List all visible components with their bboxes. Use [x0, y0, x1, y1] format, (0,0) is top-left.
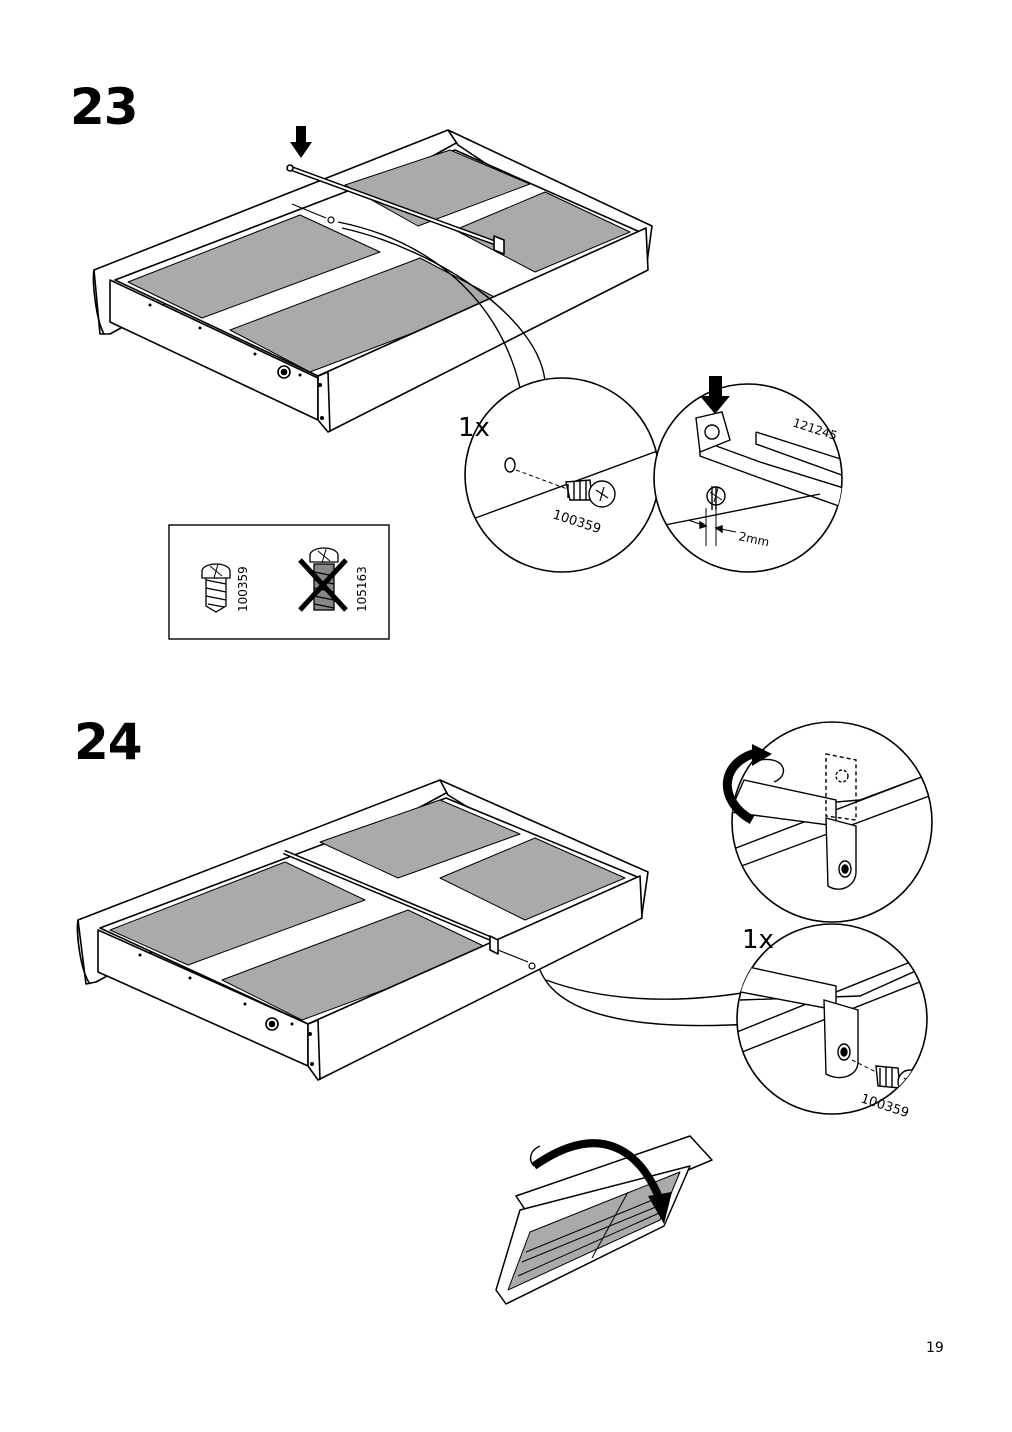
rotate-arrow-icon	[723, 747, 762, 824]
correct-screw-icon	[201, 563, 231, 613]
flip-arrow-icon	[531, 1139, 664, 1202]
cross-icon	[298, 558, 348, 612]
step-23-quantity: 1x	[458, 413, 490, 443]
legend-wrong-part-number: 105163	[355, 566, 369, 612]
step-23-number: 23	[70, 78, 139, 136]
step-23-screw-detail	[464, 377, 660, 573]
step-24-screw-detail	[736, 923, 928, 1115]
step-24-quantity: 1x	[742, 925, 774, 955]
step-24-bed-frame	[76, 779, 649, 1081]
arrow-down-icon	[700, 376, 730, 414]
step-23-gap-label: 2mm	[737, 529, 770, 549]
step-24-number: 24	[74, 713, 143, 771]
arrow-down-icon	[290, 126, 312, 158]
step-23-bed-frame	[92, 129, 653, 433]
step-23-screw-legend: 100359 105163	[168, 524, 390, 640]
legend-correct-part-number: 100359	[236, 566, 250, 612]
page-number: 19	[926, 1340, 944, 1356]
step-23-bracket-detail	[653, 383, 843, 573]
step-24-rotate-detail	[723, 721, 933, 923]
flip-bed-illustration	[495, 1135, 713, 1305]
